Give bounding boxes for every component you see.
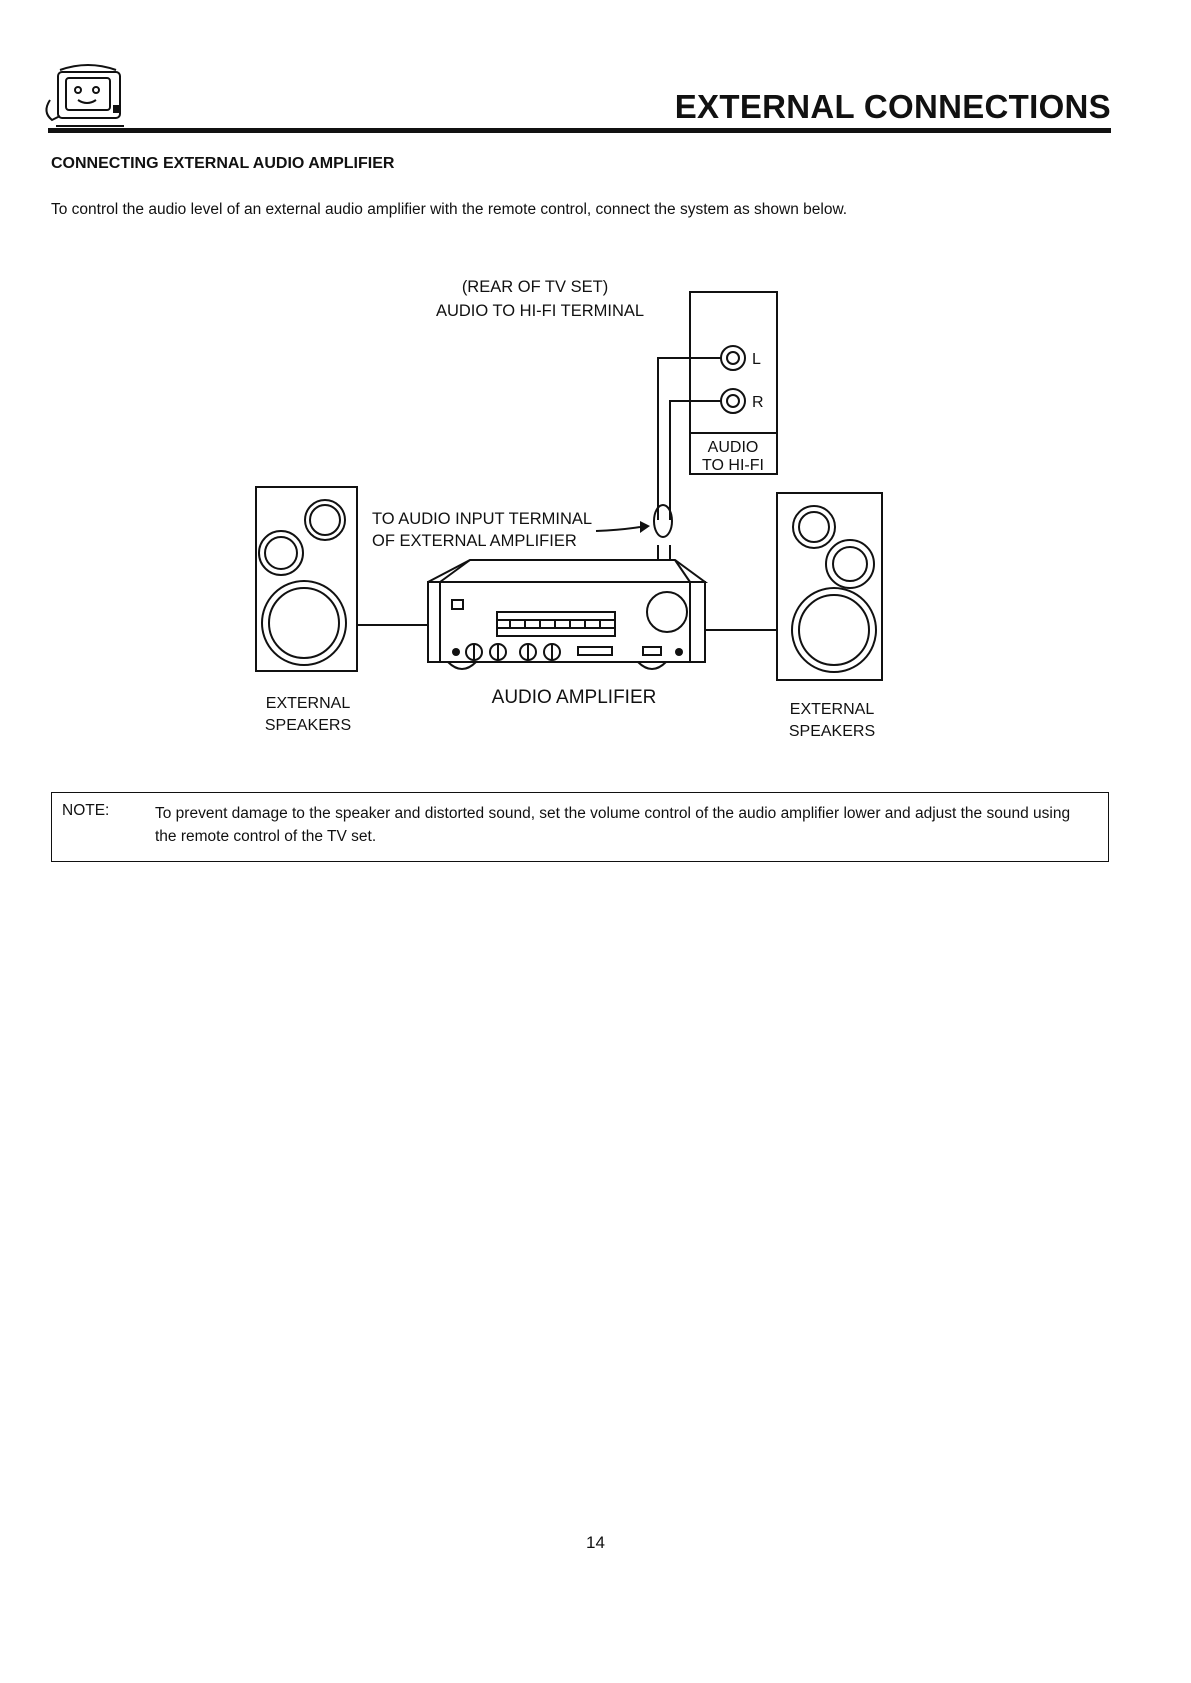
left-speaker-label-line1: EXTERNAL [266, 695, 351, 712]
jack-left-label: L [752, 351, 761, 368]
note-label: NOTE: [62, 802, 110, 819]
input-plug-icon [653, 504, 673, 538]
note-box [51, 792, 1109, 862]
speaker-wires [357, 624, 777, 631]
audio-cable [657, 357, 721, 560]
amplifier-label: AUDIO AMPLIFIER [492, 687, 657, 708]
tv-terminal-label: AUDIO TO HI-FI TERMINAL [436, 302, 644, 320]
input-label-line2: OF EXTERNAL AMPLIFIER [372, 532, 577, 550]
jack-left-icon [720, 345, 746, 371]
left-speaker-icon [255, 486, 358, 672]
tv-mascot-icon [45, 64, 124, 127]
audio-amplifier-icon [427, 559, 709, 670]
tv-rear-panel [689, 291, 778, 475]
title-rule [48, 128, 1111, 133]
panel-label-line1: AUDIO [708, 439, 759, 456]
page-title: EXTERNAL CONNECTIONS [674, 88, 1111, 125]
right-speaker-label-line1: EXTERNAL [790, 701, 875, 718]
arrow-icon [595, 526, 641, 532]
input-label-line1: TO AUDIO INPUT TERMINAL [372, 510, 592, 528]
right-speaker-icon [776, 492, 883, 681]
section-heading: CONNECTING EXTERNAL AUDIO AMPLIFIER [51, 155, 395, 172]
note-text: To prevent damage to the speaker and dis… [155, 805, 1071, 845]
jack-right-label: R [752, 394, 764, 411]
left-speaker-label-line2: SPEAKERS [265, 717, 351, 734]
intro-paragraph: To control the audio level of an externa… [51, 201, 848, 218]
tv-rear-label: (REAR OF TV SET) [462, 278, 608, 296]
connection-diagram: (REAR OF TV SET) AUDIO TO HI-FI TERMINAL… [255, 278, 883, 740]
amplifier-buttons [452, 648, 683, 656]
jack-right-icon [720, 388, 746, 414]
page-number: 14 [586, 1533, 605, 1552]
right-speaker-label-line2: SPEAKERS [789, 723, 875, 740]
panel-label-line2: TO HI-FI [702, 457, 764, 474]
